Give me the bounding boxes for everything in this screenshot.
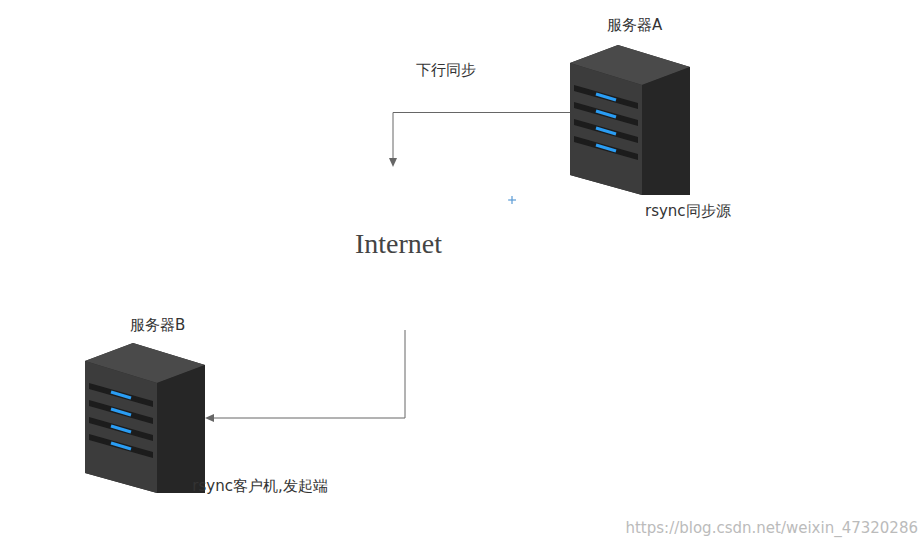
server-name: 服务器B	[130, 316, 185, 334]
server-node: 服务器A rsync同步源	[565, 12, 765, 232]
server-role: rsync同步源	[645, 202, 731, 220]
plus-mark	[508, 196, 516, 204]
server-role: rsync客户机,发起端	[180, 477, 340, 495]
network-label: Internet	[355, 228, 442, 260]
sync-connector	[205, 113, 570, 423]
watermark: https://blog.csdn.net/weixin_47320286	[625, 519, 918, 537]
server-icon	[570, 45, 690, 195]
server-node: 服务器B rsync客户机,发起端	[80, 315, 360, 530]
edge-label: 下行同步	[416, 61, 476, 80]
server-name: 服务器A	[607, 16, 662, 34]
server-icon	[85, 343, 205, 493]
